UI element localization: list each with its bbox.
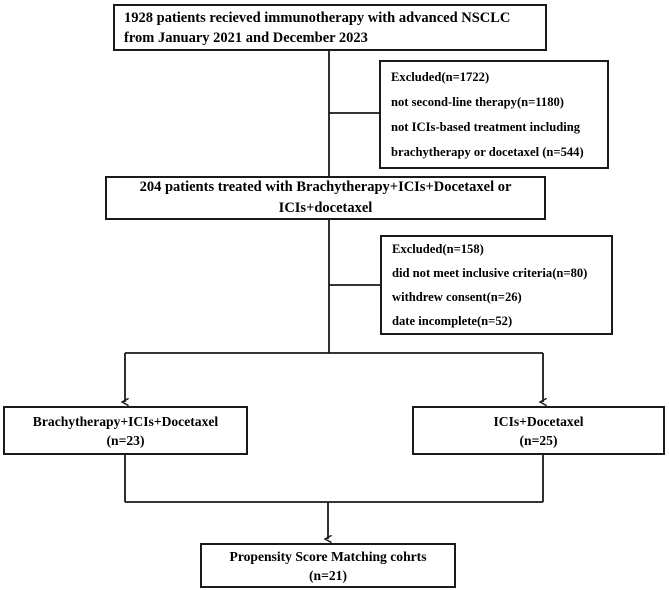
node-psm-count: (n=21) [309,567,347,583]
node-excluded-second-stage: Excluded(n=158) did not meet inclusive c… [380,235,613,335]
node-excluded-2-line-1: Excluded(n=158) [392,242,484,256]
node-excluded-1-line-4: brachytherapy or docetaxel (n=544) [391,144,584,159]
node-excluded-1-line-2: not second-line therapy(n=1180) [391,94,564,109]
node-arm-brachytherapy-icis-docetaxel: Brachytherapy+ICIs+Docetaxel (n=23) [3,406,248,455]
node-enrolled-patients: 1928 patients recieved immunotherapy wit… [113,4,547,51]
node-excluded-2-line-3: withdrew consent(n=26) [392,290,522,304]
node-excluded-first-stage: Excluded(n=1722) not second-line therapy… [379,60,609,169]
node-enrolled-line-1: 1928 patients recieved immunotherapy wit… [124,9,511,26]
node-eligible-line-1: 204 patients treated with Brachytherapy+… [139,179,512,195]
node-eligible-patients: 204 patients treated with Brachytherapy+… [105,176,546,220]
node-excluded-1-line-1: Excluded(n=1722) [391,69,490,84]
node-enrolled-line-2: from January 2021 and December 2023 [124,29,368,46]
node-arm-ici-count: (n=25) [519,432,558,448]
node-arm-ici-label: ICIs+Docetaxel [493,413,584,429]
node-excluded-2-line-4: date incomplete(n=52) [392,314,513,328]
node-propensity-score-matching-cohort: Propensity Score Matching cohrts (n=21) [200,543,456,588]
node-excluded-2-line-2: did not meet inclusive criteria(n=80) [392,266,588,280]
node-arm-icis-docetaxel: ICIs+Docetaxel (n=25) [412,406,665,455]
node-psm-label: Propensity Score Matching cohrts [229,548,427,564]
node-arm-brachy-count: (n=23) [106,432,145,448]
node-excluded-1-line-3: not ICIs-based treatment including [391,119,581,134]
node-eligible-line-2: ICIs+docetaxel [278,200,373,216]
node-arm-brachy-label: Brachytherapy+ICIs+Docetaxel [32,413,219,429]
